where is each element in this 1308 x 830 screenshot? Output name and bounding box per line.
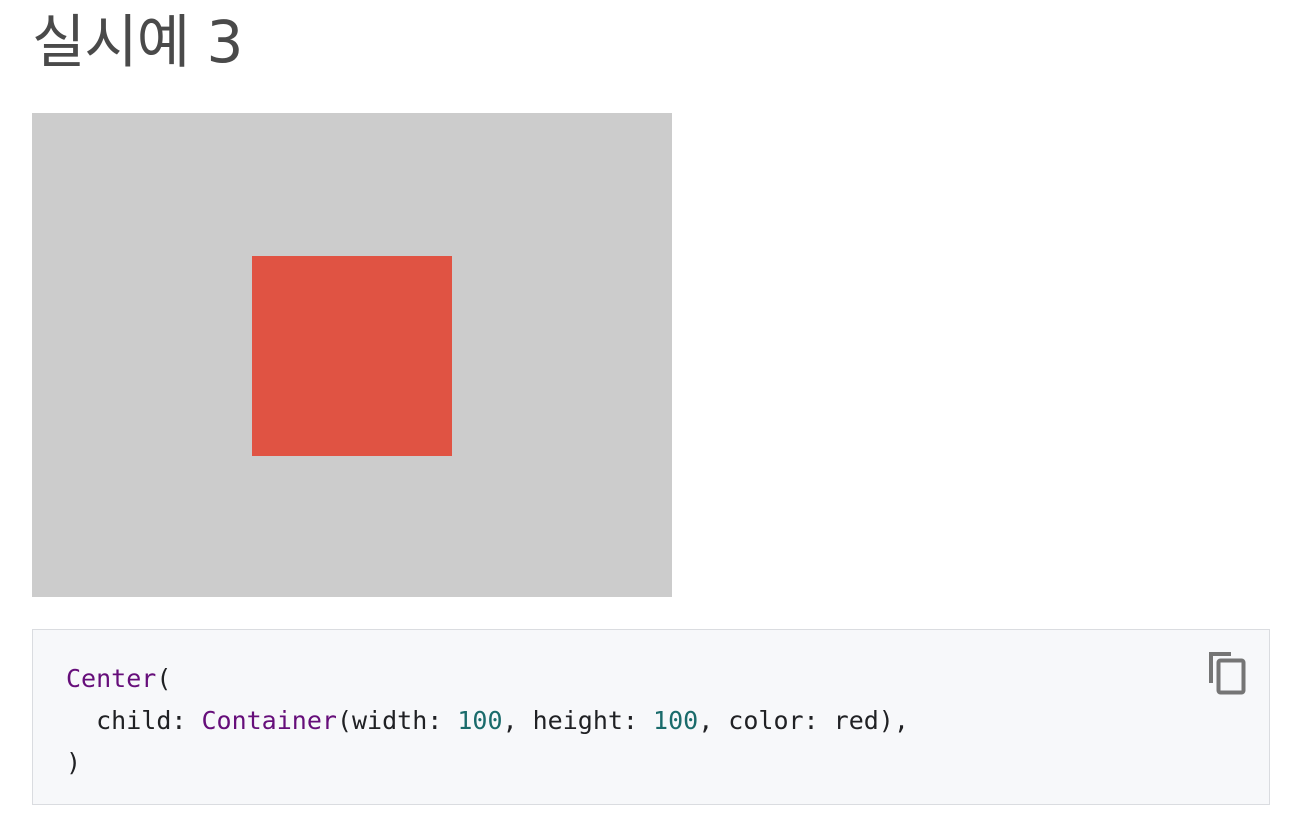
code-token-punct: ( xyxy=(156,664,172,693)
code-token-number: 100 xyxy=(653,706,699,735)
code-snippet: Center( child: Container(width: 100, hei… xyxy=(66,658,909,784)
code-block: Center( child: Container(width: 100, hei… xyxy=(32,629,1270,805)
demo-canvas xyxy=(32,113,672,597)
copy-icon xyxy=(1209,652,1246,695)
code-token-type: Container xyxy=(201,706,337,735)
red-container-box xyxy=(252,256,452,456)
code-token-prop: child: xyxy=(96,706,202,735)
code-token-number: 100 xyxy=(457,706,503,735)
code-indent xyxy=(66,706,96,735)
page-heading: 실시예 3 xyxy=(32,8,243,76)
code-token-type: Center xyxy=(66,664,157,693)
code-token-punct: ) xyxy=(66,748,82,777)
copy-code-button[interactable] xyxy=(1205,648,1249,700)
code-token-args: , height: xyxy=(502,706,654,735)
code-token-args: , color: red), xyxy=(698,706,909,735)
code-token-args: (width: xyxy=(336,706,458,735)
